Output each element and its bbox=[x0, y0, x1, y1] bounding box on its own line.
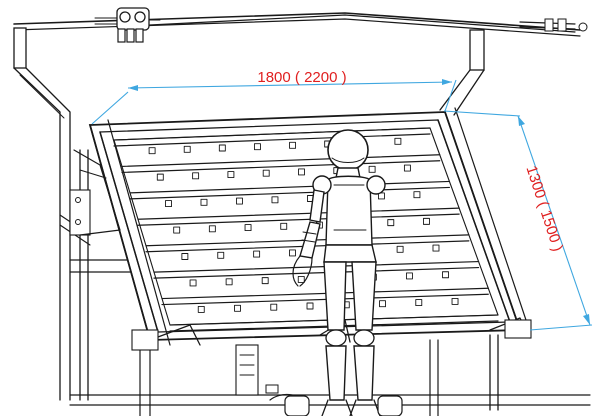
slat-clip bbox=[181, 253, 189, 260]
slat-clip bbox=[270, 303, 278, 311]
slat-clip bbox=[192, 172, 200, 180]
table-slat bbox=[129, 180, 451, 194]
table-slat bbox=[153, 260, 480, 273]
slat-clip bbox=[165, 200, 172, 208]
table-slat bbox=[137, 213, 460, 226]
width-dimension bbox=[91, 79, 457, 125]
slat-clip bbox=[379, 300, 386, 308]
top-clamp bbox=[94, 7, 161, 43]
slat-clip bbox=[403, 164, 411, 172]
right-cable-end bbox=[519, 18, 588, 32]
tilted-table bbox=[73, 107, 532, 351]
slat-clip bbox=[227, 171, 235, 178]
slat-clip bbox=[396, 245, 404, 253]
width-dimension-label: 1800 ( 2200 ) bbox=[257, 69, 346, 86]
height-dimension-label: 1300 ( 1500 ) bbox=[522, 164, 566, 254]
slat-clip bbox=[156, 173, 164, 181]
height-dimension bbox=[443, 110, 593, 331]
slat-clip bbox=[234, 304, 241, 312]
slat-clip bbox=[148, 147, 156, 155]
table-slat bbox=[137, 207, 460, 220]
slat-clip bbox=[218, 144, 226, 152]
slat-clip bbox=[236, 197, 243, 205]
slat-clip bbox=[280, 222, 288, 230]
right-support-post bbox=[439, 29, 499, 411]
slat-clip bbox=[183, 145, 191, 153]
table-slat bbox=[129, 186, 451, 200]
table-slat bbox=[153, 266, 480, 279]
slat-clip bbox=[262, 169, 270, 177]
table-slat bbox=[113, 127, 431, 141]
slat-clip bbox=[244, 224, 252, 232]
bottom-fixtures bbox=[284, 395, 403, 416]
slat-clip bbox=[368, 165, 376, 173]
slat-clip bbox=[197, 305, 205, 313]
slat-clip bbox=[423, 217, 430, 225]
table-slat bbox=[161, 287, 489, 300]
table-slat bbox=[113, 133, 431, 147]
slat-clip bbox=[405, 272, 413, 280]
slat-clip bbox=[451, 297, 459, 305]
slat-clip bbox=[289, 141, 297, 149]
table-slat bbox=[161, 293, 489, 306]
slat-clip bbox=[432, 244, 440, 252]
slat-clip bbox=[306, 302, 314, 310]
slat-clip bbox=[189, 279, 197, 287]
table-slat bbox=[121, 154, 441, 168]
slat-clip bbox=[271, 196, 279, 204]
slat-clip bbox=[173, 226, 181, 234]
slat-clip bbox=[217, 251, 225, 259]
slat-clip bbox=[253, 250, 261, 258]
slat-clip bbox=[200, 198, 208, 206]
slat-clip bbox=[261, 277, 269, 285]
slat-clip bbox=[413, 191, 421, 199]
left-support-post bbox=[13, 27, 91, 401]
slat-clip bbox=[415, 299, 423, 307]
slat-clip bbox=[208, 225, 216, 233]
slat-clip bbox=[394, 137, 402, 145]
slat-clip bbox=[298, 168, 305, 176]
slat-clip bbox=[225, 278, 233, 286]
slat-clip bbox=[253, 143, 261, 151]
slat-clip bbox=[377, 192, 385, 200]
slat-clip bbox=[442, 271, 449, 279]
slat-clip bbox=[387, 219, 395, 227]
slat-clip bbox=[289, 249, 296, 257]
table-slat bbox=[121, 160, 441, 174]
human-figure bbox=[292, 129, 386, 416]
